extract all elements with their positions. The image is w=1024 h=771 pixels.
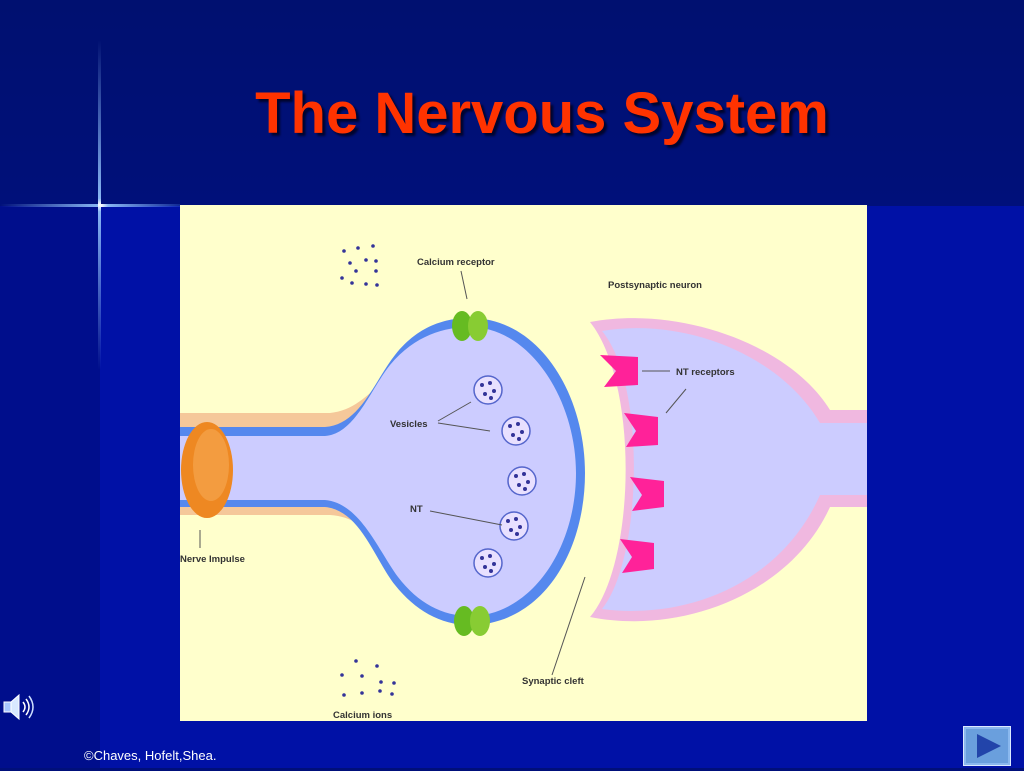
label-nt-receptors: NT receptors xyxy=(676,367,735,378)
speaker-icon[interactable] xyxy=(2,690,36,724)
label-nt: NT xyxy=(410,504,423,515)
nt-receptor-3 xyxy=(630,477,664,511)
label-synaptic-cleft: Synaptic cleft xyxy=(522,676,585,687)
vesicle xyxy=(501,416,531,446)
slide-footer-credit: ©Chaves, Hofelt,Shea. xyxy=(84,748,217,763)
label-vesicles: Vesicles xyxy=(390,419,428,430)
light-flare-vertical xyxy=(98,40,101,370)
next-slide-button[interactable] xyxy=(962,725,1012,767)
slide-title: The Nervous System xyxy=(255,81,829,146)
label-calcium-ions: Calcium ions xyxy=(333,710,392,721)
slide-left-band xyxy=(0,206,100,768)
nt-receptor-2 xyxy=(624,413,658,447)
nerve-impulse-shape xyxy=(181,422,233,518)
vesicle xyxy=(473,375,503,405)
calcium-ions-bottom xyxy=(340,659,396,697)
nt-receptor-4 xyxy=(620,539,654,573)
slide-header-background xyxy=(0,0,1024,206)
light-flare-horizontal xyxy=(0,204,180,207)
leader-lines xyxy=(199,270,687,676)
vesicle xyxy=(499,511,529,541)
calcium-channel-top xyxy=(452,311,488,341)
vesicle xyxy=(507,466,537,496)
nt-receptor-1 xyxy=(600,355,638,387)
calcium-channel-bottom xyxy=(454,606,490,636)
label-calcium-receptor: Calcium receptor xyxy=(417,257,495,268)
synapse-diagram: Calcium receptor Postsynaptic neuron NT … xyxy=(180,205,867,721)
postsynaptic-neuron xyxy=(590,318,867,622)
label-nerve-impulse: Nerve Impulse xyxy=(180,554,245,565)
vesicle xyxy=(473,548,503,578)
vesicles xyxy=(473,375,537,578)
calcium-ions-top xyxy=(340,244,379,287)
next-arrow-icon xyxy=(962,725,1012,767)
nt-receptors xyxy=(600,355,664,573)
label-postsynaptic-neuron: Postsynaptic neuron xyxy=(608,280,702,291)
